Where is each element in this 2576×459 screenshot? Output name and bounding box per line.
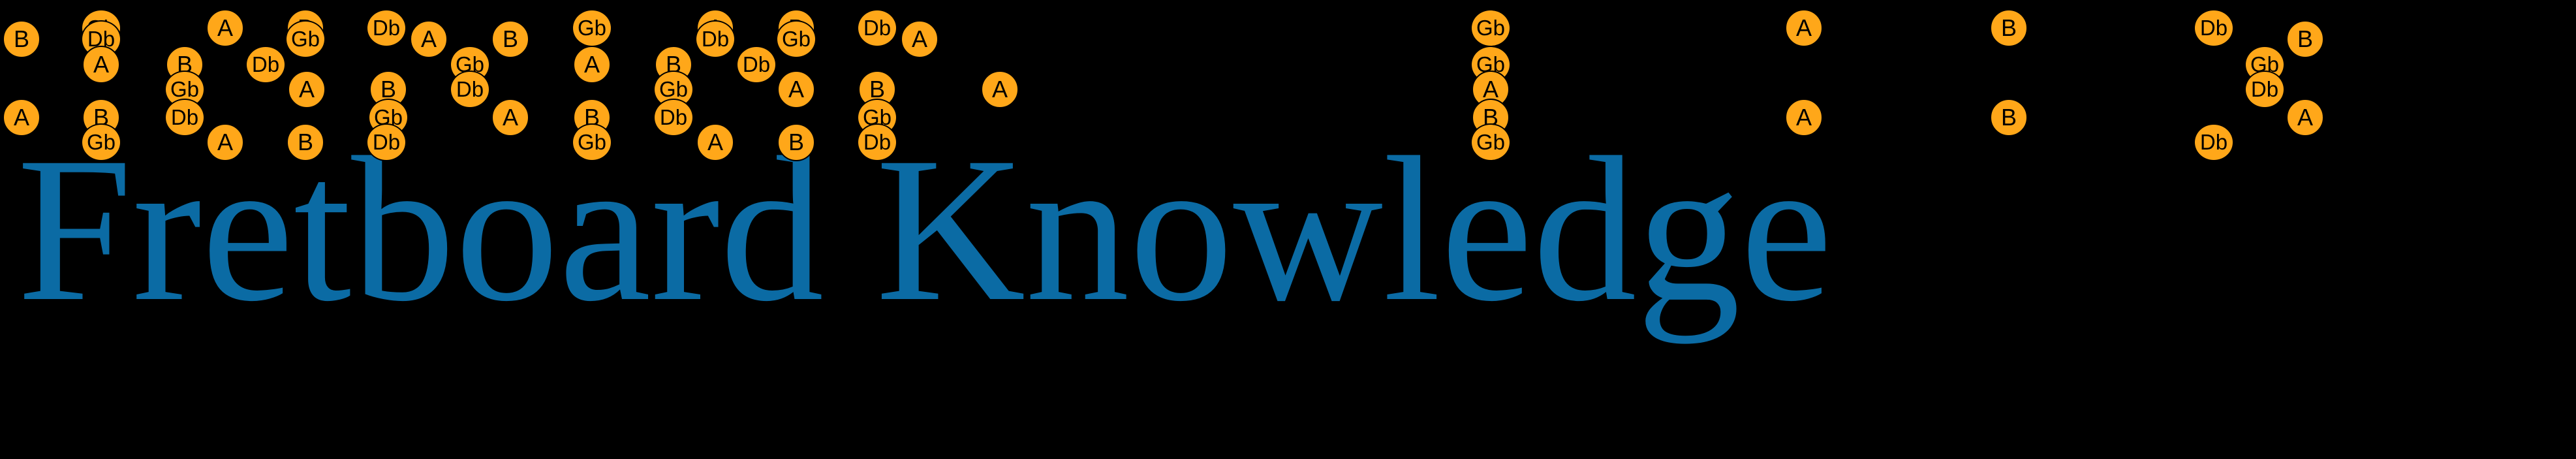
note-marker: A xyxy=(2286,99,2324,136)
note-marker: B xyxy=(777,123,815,161)
note-marker: Db xyxy=(695,20,736,58)
note-marker: A xyxy=(901,20,939,58)
note-marker: Gb xyxy=(285,20,326,58)
note-marker: Db xyxy=(653,99,694,136)
note-marker: A xyxy=(410,20,448,58)
note-marker: A xyxy=(82,46,120,84)
note-marker: B xyxy=(1990,9,2028,47)
note-marker: B xyxy=(287,123,324,161)
note-marker: Db xyxy=(366,9,407,47)
note-marker: Db xyxy=(366,123,407,161)
note-marker: Db xyxy=(164,99,205,136)
note-marker: Gb xyxy=(572,9,612,47)
note-marker: A xyxy=(206,9,244,47)
note-marker: A xyxy=(491,99,529,136)
note-marker: Db xyxy=(450,71,490,108)
note-marker: A xyxy=(288,71,326,108)
note-marker: B xyxy=(3,20,40,58)
note-marker: Gb xyxy=(81,123,121,161)
note-marker: Db xyxy=(2194,9,2234,47)
note-marker: Db xyxy=(245,46,286,84)
note-marker: A xyxy=(1785,9,1823,47)
note-marker: Db xyxy=(857,123,897,161)
note-marker: B xyxy=(491,20,529,58)
note-marker: Db xyxy=(2244,71,2285,108)
note-marker: A xyxy=(696,123,734,161)
note-marker: A xyxy=(981,71,1019,108)
note-marker: Gb xyxy=(1470,9,1511,47)
note-marker: B xyxy=(2286,20,2324,58)
note-marker: A xyxy=(3,99,40,136)
note-marker: B xyxy=(1990,99,2028,136)
note-marker: Gb xyxy=(776,20,816,58)
note-marker: Db xyxy=(736,46,777,84)
note-marker: Db xyxy=(2194,123,2234,161)
note-marker: Gb xyxy=(572,123,612,161)
note-marker: Db xyxy=(857,9,897,47)
note-marker: A xyxy=(1785,99,1823,136)
note-marker: A xyxy=(206,123,244,161)
note-marker: A xyxy=(777,71,815,108)
note-marker: A xyxy=(573,46,611,84)
note-marker: Gb xyxy=(1470,123,1511,161)
